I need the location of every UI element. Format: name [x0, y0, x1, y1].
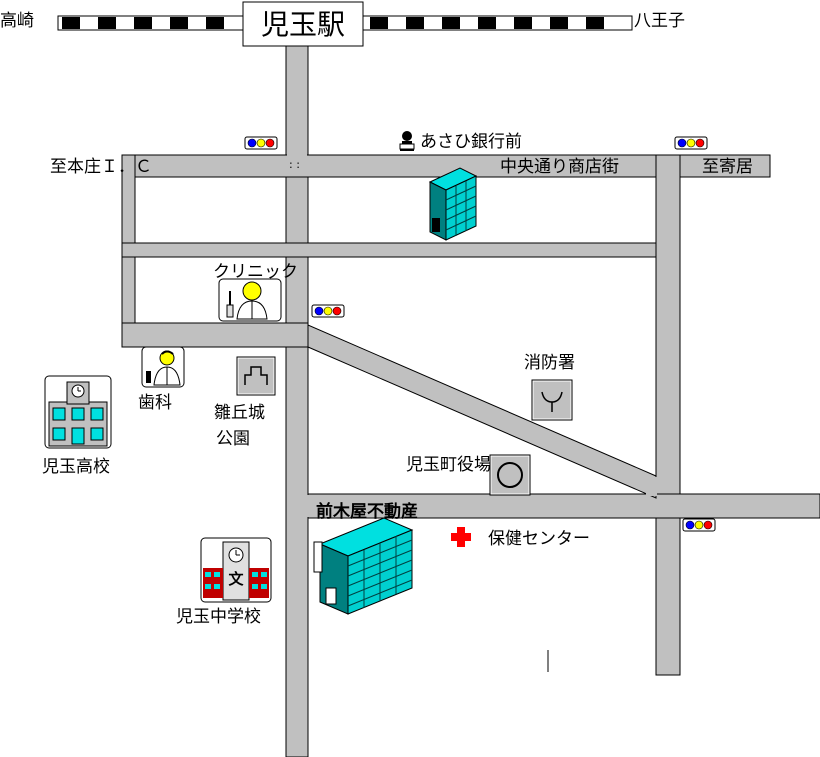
building-icon — [313, 517, 414, 615]
road-joins — [123, 45, 679, 517]
station-name: 児玉駅 — [261, 8, 345, 41]
town-hall-icon — [489, 454, 531, 496]
label-junior-high: 児玉中学校 — [176, 607, 261, 627]
label-clinic: クリニック — [213, 262, 298, 282]
rail-tie — [62, 17, 80, 29]
park-icon — [236, 356, 276, 396]
label-dentist: 歯科 — [138, 393, 172, 413]
traffic-signal-icon — [682, 518, 716, 532]
label-fire-station: 消防署 — [524, 353, 575, 373]
road-west-vertical — [121, 154, 136, 326]
rail-tie — [406, 17, 424, 29]
rail-tie — [514, 17, 532, 29]
rail-tie — [98, 17, 116, 29]
label-health-center: 保健センター — [488, 529, 590, 549]
dentist-icon — [141, 346, 185, 388]
road-south-horizontal — [307, 493, 820, 519]
rail-tie — [586, 17, 604, 29]
rail-tie — [478, 17, 496, 29]
rail-east-terminus: 八王子 — [634, 11, 685, 31]
traffic-signal-icon — [674, 136, 708, 150]
school-icon — [44, 375, 112, 449]
label-asahi-bank: あさひ銀行前 — [420, 132, 522, 152]
fire-station-icon — [531, 379, 573, 421]
road-network — [121, 43, 820, 757]
road-clinic-horizontal — [121, 322, 309, 348]
label-town-hall: 児玉町役場 — [406, 455, 491, 475]
traffic-signal-icon — [244, 136, 278, 150]
road-diagonal — [307, 324, 657, 499]
rail-tie — [442, 17, 460, 29]
label-shopping-street: 中央通り商店街 — [500, 157, 619, 177]
rail-tie — [550, 17, 568, 29]
label-to-honjo-ic: 至本庄Ｉ．Ｃ — [50, 157, 152, 177]
clinic-doctor-icon — [218, 278, 282, 322]
road-east-vertical — [655, 154, 681, 676]
rail-tie — [370, 17, 388, 29]
rail-tie — [206, 17, 224, 29]
crossing-mark: : : — [289, 158, 300, 171]
rail-tie — [170, 17, 188, 29]
bank-icon — [399, 131, 415, 151]
road-mid-horizontal — [121, 242, 657, 258]
school-symbol: 文 — [228, 570, 244, 588]
station-box — [242, 1, 364, 47]
school-icon: 文 — [200, 537, 272, 603]
label-to-yorii: 至寄居 — [702, 157, 753, 177]
label-park-line2: 公園 — [216, 429, 250, 449]
building-icon — [428, 167, 478, 241]
label-real-estate: 前木屋不動産 — [316, 501, 418, 522]
label-park-line1: 雛丘城 — [214, 403, 265, 423]
rail-west-terminus: 高崎 — [0, 11, 34, 31]
rail-tie — [134, 17, 152, 29]
medical-cross-icon — [451, 527, 471, 547]
label-high-school: 児玉高校 — [42, 457, 110, 477]
traffic-signal-icon — [311, 304, 345, 318]
